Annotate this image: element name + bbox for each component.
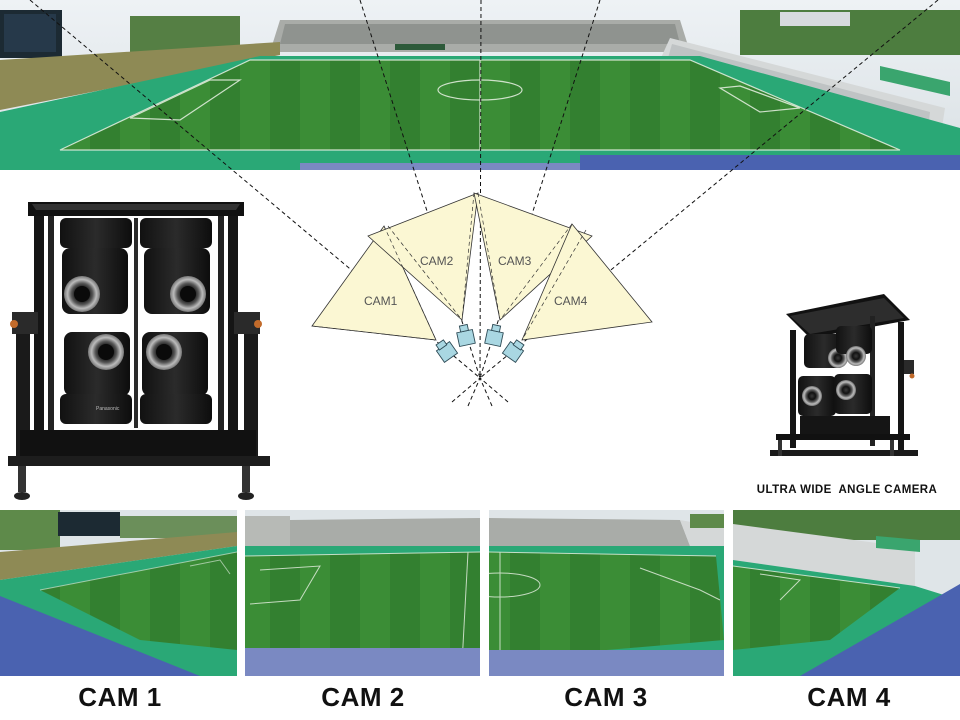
cam3-icon bbox=[484, 323, 504, 348]
quad-camera-rig-large: Panasonic bbox=[8, 202, 270, 500]
cam2-view-image bbox=[245, 510, 480, 676]
rig-camera-bottom-left: Panasonic bbox=[60, 332, 132, 424]
ultra-wide-angle-camera-rig bbox=[770, 294, 918, 456]
cam4-diagram-label: CAM4 bbox=[554, 294, 588, 308]
cam3-view-label: CAM 3 bbox=[564, 682, 648, 712]
rig-camera-top-right bbox=[140, 218, 212, 314]
cam2-fov-wedge bbox=[367, 192, 479, 321]
cam2-view-label: CAM 2 bbox=[321, 682, 405, 712]
rig-camera-bottom-right bbox=[140, 332, 212, 424]
scoreboard bbox=[0, 10, 62, 58]
cam1-icon bbox=[435, 339, 459, 363]
cam3-diagram-label: CAM3 bbox=[498, 254, 532, 268]
cam4-view-image bbox=[733, 510, 960, 676]
cam4-fov-wedge bbox=[521, 223, 653, 341]
cam1-view-label: CAM 1 bbox=[78, 682, 162, 712]
diagram-cameras bbox=[435, 323, 525, 363]
rig-camera-top-left bbox=[60, 218, 132, 314]
cam3-fov-wedge bbox=[473, 192, 593, 321]
brand-logo-text: Panasonic bbox=[96, 406, 120, 412]
cam1-diagram-label: CAM1 bbox=[364, 294, 398, 308]
cam4-view-label: CAM 4 bbox=[807, 682, 891, 712]
cam3-view-image bbox=[489, 510, 724, 676]
ultra-wide-angle-camera-caption: ULTRA WIDE ANGLE CAMERA bbox=[756, 484, 938, 496]
cam1-view-image bbox=[0, 510, 237, 676]
stadium-panorama bbox=[0, 0, 960, 170]
fov-wedges bbox=[311, 192, 653, 341]
cam1-fov-wedge bbox=[311, 225, 437, 341]
cam2-diagram-label: CAM2 bbox=[420, 254, 454, 268]
cam2-icon bbox=[456, 323, 476, 348]
cam4-icon bbox=[501, 339, 525, 363]
